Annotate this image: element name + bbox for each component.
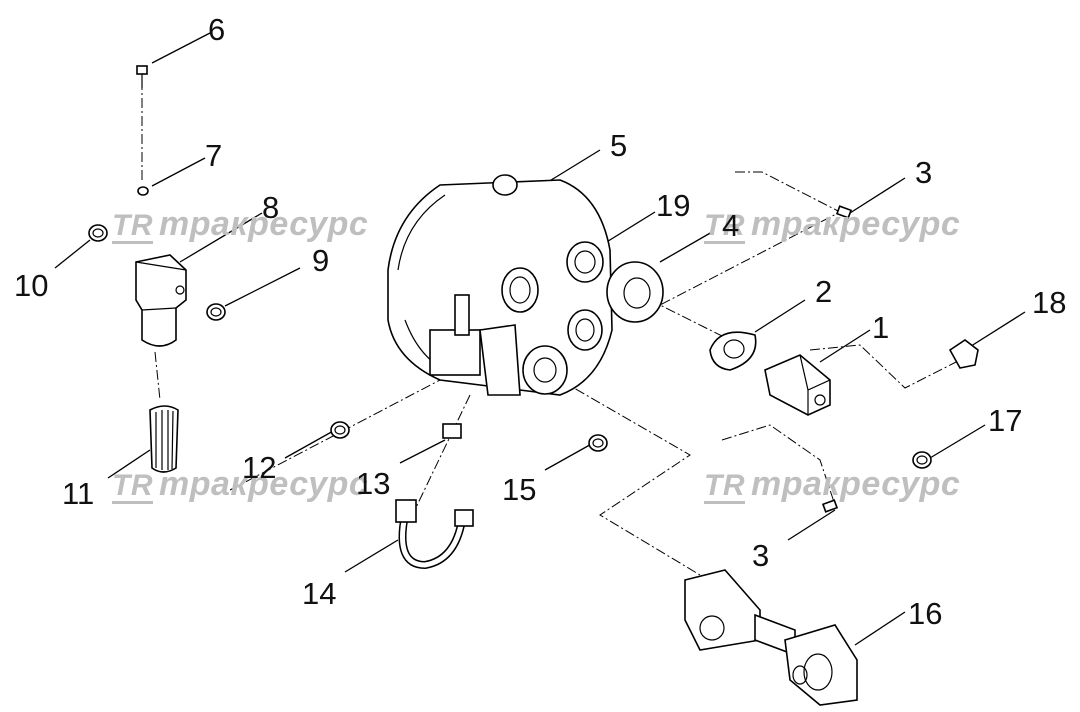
callout-label: 16: [908, 596, 943, 631]
callout-label: 2: [815, 274, 833, 309]
part-7-washer: [137, 186, 149, 196]
leader-lines: [54, 32, 1026, 646]
callout-label: 6: [208, 12, 226, 47]
callout-label: 14: [302, 576, 337, 611]
part-14-hose: [395, 499, 474, 570]
callout-label: 17: [988, 403, 1023, 438]
part-17-plug: [912, 451, 932, 469]
callout-label: 3: [752, 538, 770, 573]
part-11-filter-element: [149, 405, 179, 473]
part-12-plug: [330, 421, 350, 439]
callout-label: 5: [610, 128, 628, 163]
callout-label: 3: [915, 155, 933, 190]
part-13-fitting: [442, 423, 462, 439]
callout-label: 13: [356, 466, 391, 501]
part-4-coupling: [606, 261, 664, 323]
part-3-bolt-lower: [821, 499, 839, 513]
callout-label: 18: [1032, 285, 1067, 320]
callout-label: 9: [312, 243, 330, 278]
callout-label: 8: [262, 190, 280, 225]
callout-label: 10: [14, 268, 49, 303]
part-6-bolt: [136, 65, 148, 88]
callout-label: 7: [205, 138, 223, 173]
callout-label: 4: [722, 208, 740, 243]
callout-label: 12: [242, 450, 277, 485]
part-10-plug: [88, 224, 108, 242]
part-9-plug: [206, 303, 226, 321]
part-18-fitting: [948, 339, 979, 369]
callout-label: 15: [502, 472, 537, 507]
part-8-filter-housing: [135, 254, 187, 347]
part-2-gasket: [709, 331, 757, 371]
part-1-pump: [764, 354, 831, 416]
part-16-driveshaft: [684, 569, 858, 706]
center-lines: [141, 80, 961, 576]
callout-label: 11: [62, 476, 95, 511]
part-3-bolt-upper: [835, 205, 853, 219]
callout-label: 1: [872, 310, 890, 345]
part-15-plug: [588, 434, 608, 452]
callout-label: 19: [656, 188, 691, 223]
part-5-main-housing: [387, 174, 613, 396]
